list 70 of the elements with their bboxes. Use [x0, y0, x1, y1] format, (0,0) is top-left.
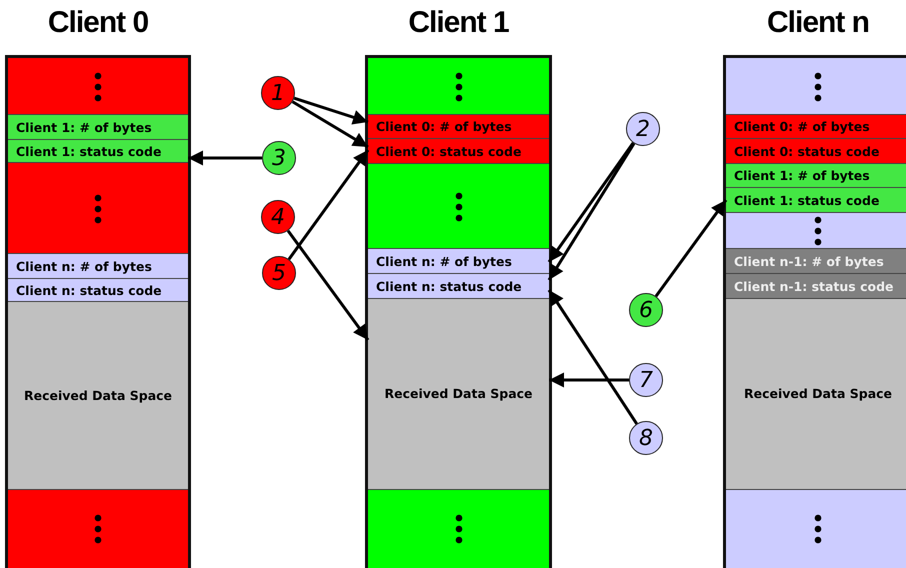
memory-field	[726, 249, 906, 274]
field-label: Client 0: status code	[733, 144, 880, 158]
memory-block	[368, 58, 549, 115]
memory-field	[368, 249, 549, 274]
memory-block	[726, 58, 906, 115]
memory-field	[726, 139, 906, 164]
memory-field	[726, 274, 906, 299]
arrow	[549, 372, 629, 388]
step-number-circle	[262, 256, 296, 290]
column-heading: Client 1	[408, 6, 509, 40]
field-label: Client n: # of bytes	[375, 254, 512, 268]
field-label: Client 0: # of bytes	[375, 119, 512, 134]
column-heading: Client n	[767, 6, 869, 40]
step-number-circle	[629, 363, 663, 397]
step-number: 3	[272, 146, 286, 170]
memory-field	[726, 299, 906, 490]
memory-field	[368, 274, 549, 299]
field-label: Client n: status code	[15, 282, 162, 298]
arrow	[286, 230, 370, 341]
field-label: Client n-1: # of bytes	[733, 254, 884, 268]
step-number: 4	[271, 204, 285, 230]
step-number: 2	[636, 116, 650, 142]
memory-block	[8, 58, 188, 115]
step-number: 1	[271, 80, 285, 106]
step-number-circle	[261, 200, 295, 234]
column-heading: Client 0	[48, 6, 148, 40]
step-number: 5	[272, 260, 286, 286]
memory-field	[8, 279, 188, 302]
memory-field	[8, 115, 188, 140]
arrow	[292, 100, 369, 148]
field-label: Client 1: status code	[733, 192, 880, 208]
field-label: Received Data Space	[384, 386, 533, 401]
memory-block	[368, 164, 549, 249]
step-number: 6	[639, 298, 653, 322]
memory-field	[8, 254, 188, 279]
field-label: Received Data Space	[24, 388, 172, 403]
memory-field	[726, 115, 906, 139]
step-number-circle	[261, 76, 295, 110]
arrow	[288, 149, 370, 260]
memory-field	[8, 140, 188, 163]
arrow	[294, 96, 368, 125]
memory-block	[368, 490, 549, 568]
field-label: Client 0: # of bytes	[733, 119, 870, 134]
memory-block	[726, 490, 906, 568]
field-label: Client n: # of bytes	[15, 258, 152, 274]
memory-field	[368, 139, 549, 164]
field-label: Client n: status code	[375, 278, 522, 294]
memory-field	[8, 302, 188, 490]
field-label: Received Data Space	[744, 386, 892, 401]
step-number: 8	[639, 426, 653, 450]
field-label: Client 1: # of bytes	[733, 168, 870, 183]
arrow	[654, 199, 728, 298]
memory-block	[8, 490, 188, 568]
step-number-circle	[629, 293, 663, 327]
field-label: Client n-1: status code	[733, 278, 894, 294]
arrow	[548, 289, 638, 425]
step-number: 7	[639, 368, 653, 392]
field-label: Client 0: status code	[375, 144, 522, 158]
memory-block	[8, 163, 188, 254]
field-label: Client 1: # of bytes	[15, 120, 152, 134]
memory-field	[726, 164, 906, 188]
memory-block	[726, 213, 906, 249]
step-number-circle	[262, 141, 296, 175]
arrow	[188, 150, 262, 166]
step-number-circle	[629, 421, 663, 455]
memory-field	[368, 115, 549, 139]
step-number-circle	[626, 112, 660, 146]
field-label: Client 1: status code	[15, 144, 162, 158]
memory-field	[726, 188, 906, 213]
memory-field	[368, 299, 549, 490]
